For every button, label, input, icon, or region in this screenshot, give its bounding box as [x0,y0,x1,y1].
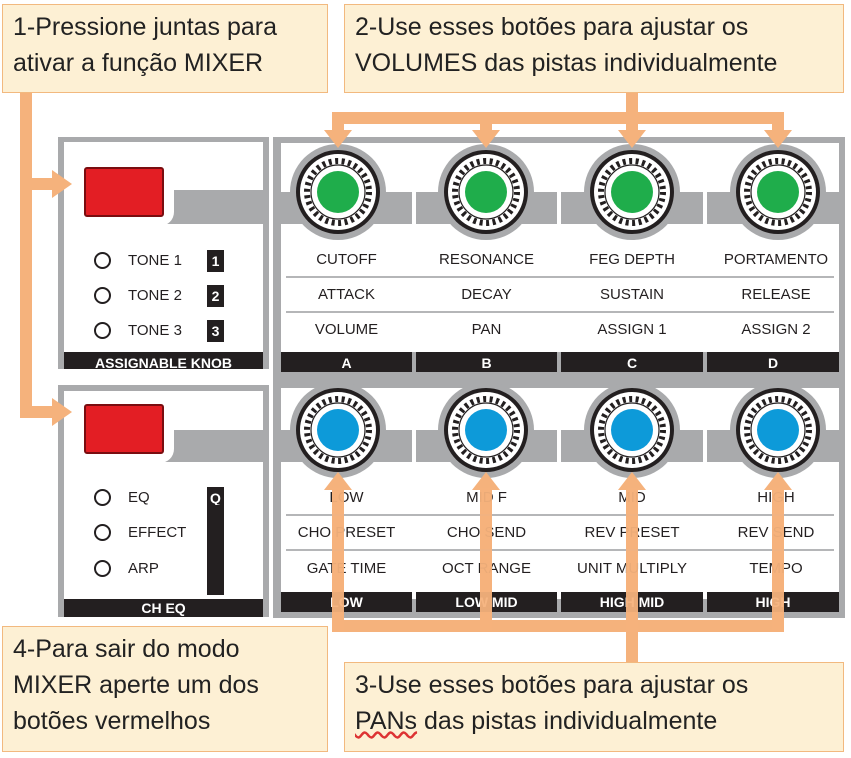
bottom-band-gap-3 [703,430,707,462]
callout-1: 1-Pressione juntas para ativar a função … [2,4,328,93]
callout-3: 3-Use esses botões para ajustar os PANs … [344,662,844,752]
arrow-bar-c [626,488,638,632]
eq-badge: Q [207,487,224,509]
label-attack: ATTACK [318,286,375,303]
effect-label: EFFECT [128,524,187,541]
arp-led [94,560,111,577]
knob-c-bottom [584,382,680,478]
arrows-callout-2 [324,92,792,148]
ch-eq-strip: CH EQ [64,599,263,617]
strip-b: B [416,352,557,372]
top-band-gap-2 [557,192,561,224]
arrow-bar-a [332,488,344,632]
callout-3-line-2: PANs das pistas individualmente [355,703,833,739]
tone-3-led [94,322,111,339]
arrows-callout-1 [20,93,72,426]
bottom-band-gap-1 [412,430,416,462]
knob-d-top [730,144,826,240]
ch-eq-red-button[interactable] [84,404,164,454]
knob-a-top [290,144,386,240]
arp-label: ARP [128,560,159,577]
label-resonance: RESONANCE [438,251,535,268]
callout-1-line-2: ativar a função MIXER [13,49,264,77]
tone-2-label: TONE 2 [128,287,182,304]
label-decay: DECAY [461,286,512,303]
label-volume: VOLUME [314,321,379,338]
strip-a: A [281,352,412,372]
arrow-bar-d [772,488,784,632]
bottom-row-sep-1 [286,514,834,516]
tone-2-badge: 2 [207,285,224,307]
strip-c: C [561,352,703,372]
callout-4: 4-Para sair do modo MIXER aperte um dos … [2,626,328,752]
label-sustain: SUSTAIN [600,286,664,303]
callout-3-line-2-rest: das pistas individualmente [417,707,718,735]
callout-1-line-1: 1-Pressione juntas para [13,13,278,41]
callout-2: 2-Use esses botões para ajustar os VOLUM… [344,4,844,93]
knob-a-bottom [290,382,386,478]
badge-connector [207,505,224,595]
assignable-knob-strip: ASSIGNABLE KNOB [64,352,263,369]
label-low: LOW [329,489,364,506]
effect-led [94,524,111,541]
callout-3-line-1: 3-Use esses botões para ajustar os [355,671,749,699]
tone-3-label: TONE 3 [128,322,182,339]
tone-red-button[interactable] [84,167,164,217]
tone-1-badge: 1 [207,250,224,272]
label-assign-1: ASSIGN 1 [597,321,667,338]
top-band-gap-3 [703,192,707,224]
callout-4-line-1: 4-Para sair do modo [13,635,240,663]
bottom-row-sep-2 [286,549,834,551]
eq-label: EQ [128,489,150,506]
strip-low: LOW [281,592,412,612]
callout-3-pans: PANs [355,707,418,735]
knob-c-top [584,144,680,240]
label-gate-time: GATE TIME [306,560,387,577]
label-cho-preset: CHO PRESET [297,524,396,541]
strip-d: D [707,352,839,372]
callout-4-line-3: botões vermelhos [13,707,211,735]
label-feg-depth: FEG DEPTH [589,251,675,268]
tone-2-led [94,287,111,304]
bottom-band-gap-2 [557,430,561,462]
knob-d-bottom [730,382,826,478]
tone-1-label: TONE 1 [128,252,182,269]
top-band-gap-1 [412,192,416,224]
arrow-bar-b [480,488,492,632]
label-release: RELEASE [741,286,811,303]
eq-led [94,489,111,506]
label-portamento: PORTAMENTO [723,251,829,268]
label-cutoff: CUTOFF [316,251,377,268]
callout-4-line-2: MIXER aperte um dos [13,671,259,699]
knob-b-top [438,144,534,240]
callout-2-line-2: VOLUMES das pistas individualmente [355,49,778,77]
tone-3-badge: 3 [207,320,224,342]
tone-1-led [94,252,111,269]
callout-2-line-1: 2-Use esses botões para ajustar os [355,13,749,41]
knob-b-bottom [438,382,534,478]
top-row-sep-2 [286,311,834,313]
label-pan: PAN [471,321,502,338]
top-row-sep-1 [286,276,834,278]
label-assign-2: ASSIGN 2 [741,321,811,338]
